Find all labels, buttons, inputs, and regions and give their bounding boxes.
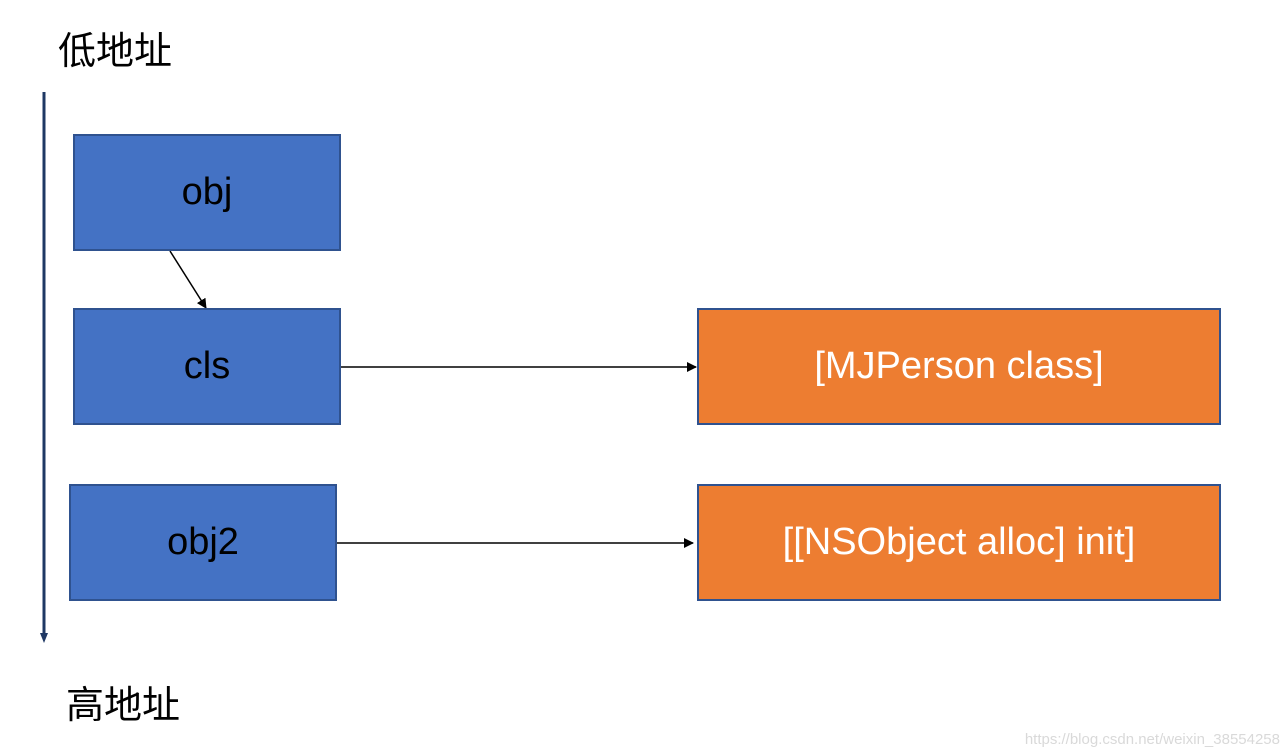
- cls-box: cls: [73, 308, 341, 425]
- mjperson-class-box: [MJPerson class]: [697, 308, 1221, 425]
- nsobject-instance-box: [[NSObject alloc] init]: [697, 484, 1221, 601]
- low-address-label: 低地址: [58, 29, 173, 73]
- high-address-label: 高地址: [66, 683, 181, 727]
- watermark-text: https://blog.csdn.net/weixin_38554258: [1024, 731, 1280, 748]
- obj-box: obj: [73, 134, 341, 251]
- obj2-box-label: obj2: [167, 521, 239, 563]
- cls-box-label: cls: [183, 345, 231, 387]
- mjperson-class-label: [MJPerson class]: [814, 345, 1104, 387]
- nsobject-instance-label: [[NSObject alloc] init]: [782, 521, 1136, 563]
- obj-box-label: obj: [181, 171, 233, 213]
- obj2-box: obj2: [69, 484, 337, 601]
- arrow-obj-to-cls: [169, 250, 207, 309]
